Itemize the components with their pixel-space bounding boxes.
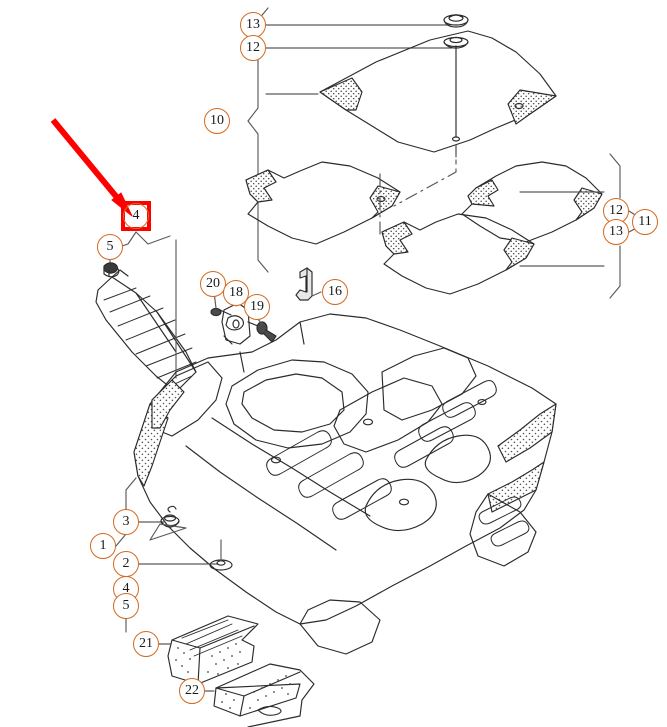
- callout-bubble-20[interactable]: 20: [200, 271, 226, 297]
- hex-nut-3: [149, 505, 187, 541]
- callout-bubble-4[interactable]: 4: [123, 203, 149, 229]
- callout-bubble-19[interactable]: 19: [244, 294, 270, 320]
- foam-pad-21: [158, 615, 259, 685]
- foam-pad-22: [204, 663, 315, 727]
- rear-mat-upper-right: [461, 161, 603, 243]
- top-fastener-stack: [443, 14, 469, 119]
- right-leader-lines: [519, 153, 641, 299]
- footrest-dead-pedal: [95, 231, 197, 393]
- main-floor-carpet: [133, 313, 557, 655]
- callout-bubble-12[interactable]: 12: [240, 35, 266, 61]
- mat-set-dashed-links: [379, 144, 457, 239]
- footrest-clip-glyph: [103, 262, 119, 277]
- callout-bubble-16[interactable]: 16: [322, 279, 348, 305]
- front-mat-upper: [319, 30, 557, 166]
- callout-bubble-21[interactable]: 21: [133, 631, 159, 657]
- callout-bubble-3[interactable]: 3: [113, 509, 139, 535]
- front-mat-lower-left: [245, 161, 401, 245]
- callout-bubble-11[interactable]: 11: [632, 209, 658, 235]
- callout-bubble-10[interactable]: 10: [204, 108, 230, 134]
- rear-mat-lower: [381, 213, 535, 295]
- callout-bubble-5[interactable]: 5: [97, 234, 123, 260]
- callout-bubble-22[interactable]: 22: [179, 678, 205, 704]
- callout-bubble-1[interactable]: 1: [90, 533, 116, 559]
- callout-bubble-5[interactable]: 5: [113, 593, 139, 619]
- sealing-plug-2: [209, 539, 233, 571]
- hook-clip-16: [295, 267, 322, 301]
- callout-bubble-13[interactable]: 13: [603, 219, 629, 245]
- callout-bubble-13[interactable]: 13: [240, 12, 266, 38]
- callout-bubble-2[interactable]: 2: [113, 551, 139, 577]
- top-leader-lines: [247, 7, 453, 273]
